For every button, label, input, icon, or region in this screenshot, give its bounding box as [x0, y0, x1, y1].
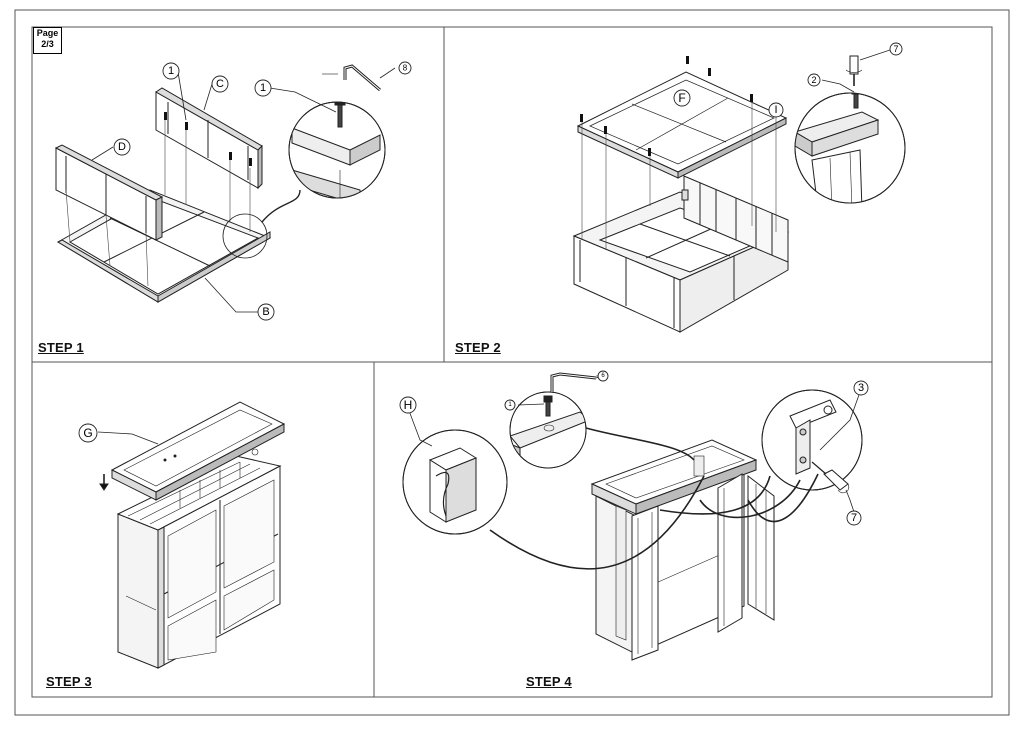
- panel-d: [54, 144, 164, 241]
- step1-detail-circle: [288, 101, 386, 199]
- page-number-box: Page 2/3: [33, 27, 62, 54]
- step4-hinge-detail: [761, 389, 863, 491]
- callout-screw-1b: 1: [260, 82, 266, 94]
- callout-part-f: F: [678, 91, 685, 105]
- step2-illustration: [572, 49, 906, 333]
- step-2-label: STEP 2: [455, 340, 501, 355]
- callout-part-c: C: [216, 78, 224, 90]
- page-label: Page: [36, 28, 59, 38]
- step-3-label: STEP 3: [46, 674, 92, 689]
- panel-c: [155, 87, 263, 190]
- step-4-label: STEP 4: [526, 674, 572, 689]
- step4-hook-detail: [402, 429, 508, 535]
- page-number: 2/3: [41, 39, 54, 49]
- step-1-label: STEP 1: [38, 340, 84, 355]
- step4-screw-detail: [509, 391, 587, 469]
- cabinet-body: [116, 455, 282, 669]
- step3-illustration: [97, 401, 286, 669]
- callout-part-i: I: [774, 104, 777, 116]
- callout-part-d: D: [118, 141, 126, 153]
- back-panel: [681, 175, 789, 263]
- callout-tool-6: 6: [601, 373, 605, 379]
- callout-tool-7: 7: [893, 44, 898, 54]
- callout-hinge-3: 3: [858, 382, 864, 394]
- callout-step4-tool-7: 7: [851, 512, 857, 524]
- callout-tool-8: 8: [403, 64, 408, 73]
- callout-part-g: G: [83, 426, 92, 440]
- step1-illustration: [54, 64, 396, 313]
- callout-screw-1a: 1: [168, 65, 174, 77]
- assembled-cabinet: [590, 439, 775, 661]
- callouts: [78, 42, 903, 526]
- step2-detail-circle: [794, 92, 906, 204]
- step4-illustration: [402, 372, 863, 661]
- top-panel-g: [110, 401, 286, 501]
- top-panel-f: [576, 71, 788, 179]
- callout-part-h: H: [404, 398, 413, 412]
- callout-step4-screw-1: 1: [508, 402, 512, 408]
- panel-frames: [14, 9, 1010, 716]
- callout-part-b: B: [262, 306, 269, 318]
- callout-screw-2: 2: [811, 75, 816, 85]
